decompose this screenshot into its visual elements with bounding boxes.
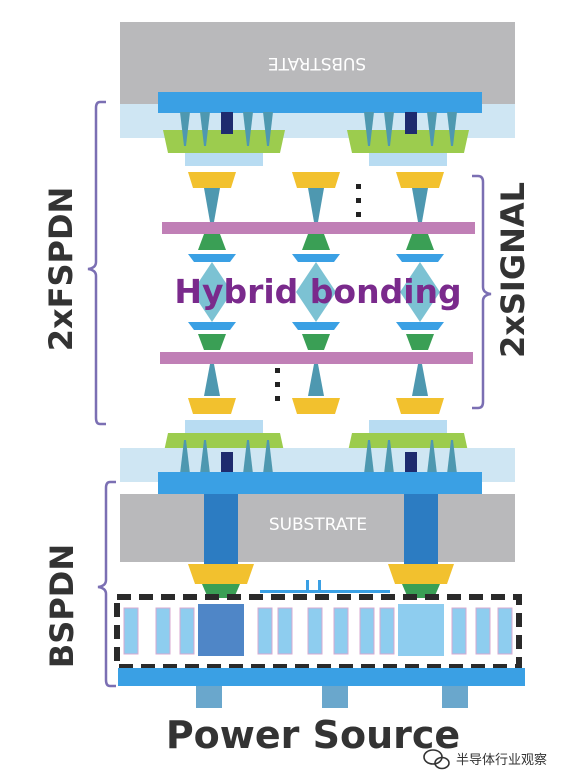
top-substrate	[120, 22, 515, 104]
watermark: 半导体行业观察	[423, 749, 547, 770]
signal-label: 2xSIGNAL	[494, 182, 532, 358]
bspdn-dashed-box	[114, 594, 522, 670]
tsv-right	[404, 494, 438, 564]
watermark-text: 半导体行业观察	[456, 753, 547, 768]
middle-substrate	[120, 494, 515, 562]
ellipsis-dots-lower	[275, 368, 280, 401]
tsv-left	[204, 494, 238, 564]
top-via-group-left	[163, 112, 285, 166]
top-blue-plate	[158, 92, 482, 113]
wechat-icon	[423, 749, 450, 770]
signal-bracket	[472, 174, 492, 410]
middle-substrate-label: SUBSTRATE	[269, 515, 367, 535]
fspdn-bracket	[87, 100, 106, 426]
signal-line-bottom	[160, 352, 473, 364]
bspdn-bumps	[188, 564, 454, 598]
pillar-center	[292, 172, 340, 414]
ellipsis-dots-upper	[356, 184, 361, 217]
power-source-feeds	[196, 686, 468, 708]
mid-vias	[180, 440, 457, 474]
pillar-right	[396, 172, 444, 414]
bspdn-label: BSPDN	[43, 544, 81, 668]
mid-blue-plate	[158, 472, 482, 494]
power-source-label: Power Source	[166, 713, 460, 757]
top-via-group-right	[347, 112, 469, 166]
signal-line-top	[162, 222, 475, 234]
bspdn-bottom-plate	[118, 668, 525, 686]
pillar-left	[188, 172, 236, 414]
bspdn-bracket	[97, 480, 116, 688]
hybrid-bonding-label: Hybrid bonding	[174, 272, 461, 311]
bspdn-interconnect-layer	[123, 604, 516, 656]
top-substrate-label: SUBSTRATE	[268, 53, 366, 73]
fspdn-label: 2xFSPDN	[42, 187, 80, 352]
